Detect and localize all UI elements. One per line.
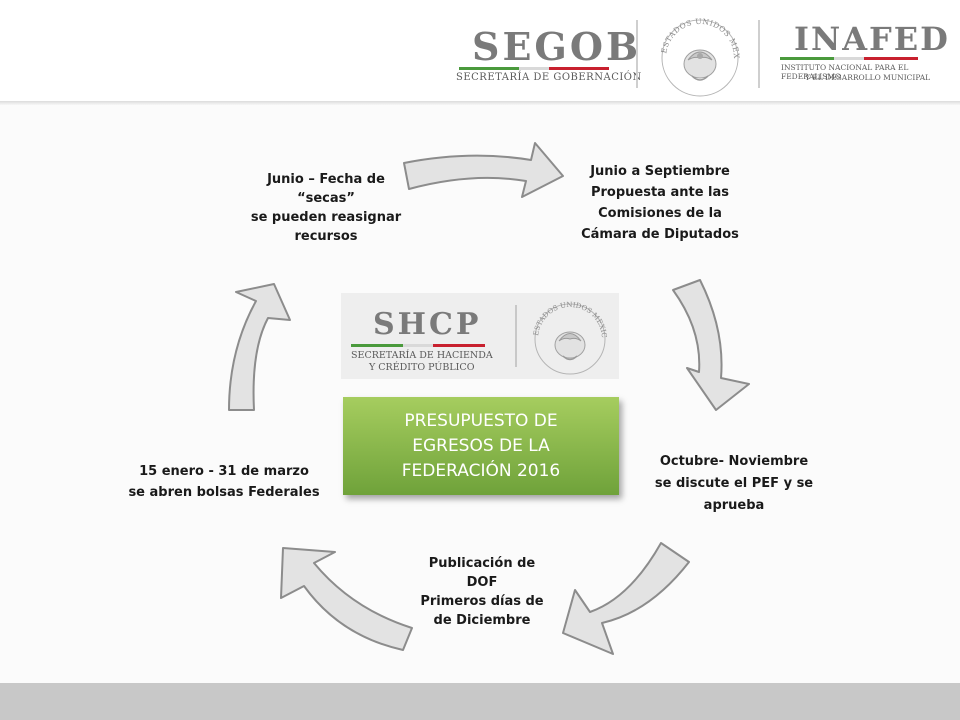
flag-stripe-white xyxy=(519,67,549,70)
stage-text-line: Comisiones de la xyxy=(598,206,722,221)
header-separator xyxy=(758,20,760,88)
stage-dof-publication: Publicación de DOF Primeros días de de D… xyxy=(404,554,560,630)
arrow-right-lower xyxy=(562,542,690,655)
arrow-bottom-left xyxy=(280,547,413,651)
flag-stripe-green xyxy=(459,67,519,70)
flag-stripe-green xyxy=(351,344,403,347)
inafed-subtitle-line1: INSTITUTO NACIONAL PARA EL FEDERALISMO xyxy=(781,63,909,81)
budget-title-box: PRESUPUESTO DE EGRESOS DE LA FEDERACIÓN … xyxy=(343,397,619,495)
stage-text-line: Cámara de Diputados xyxy=(581,227,739,242)
segob-wordmark: SEGOB xyxy=(472,24,642,69)
budget-title-line: FEDERACIÓN 2016 xyxy=(401,460,561,481)
shcp-subtitle-line2: Y CRÉDITO PÚBLICO xyxy=(369,362,475,373)
stage-january-march: 15 enero - 31 de marzo se abren bolsas F… xyxy=(126,461,322,503)
stage-june-september: Junio a Septiembre Propuesta ante las Co… xyxy=(572,161,748,245)
segob-subtitle: SECRETARÍA DE GOBERNACIÓN xyxy=(456,72,642,83)
shcp-wordmark: SHCP xyxy=(373,307,482,342)
arrow-right-upper xyxy=(672,279,750,411)
budget-title-line: EGRESOS DE LA xyxy=(412,435,550,456)
slide-background xyxy=(0,105,960,683)
stage-text-line: Primeros días de xyxy=(420,594,544,609)
shcp-subtitle-line1: SECRETARÍA DE HACIENDA xyxy=(351,350,493,361)
stage-text-line: de Diciembre xyxy=(433,613,531,628)
header-separator xyxy=(636,20,638,88)
stage-text-line: se pueden reasignar xyxy=(250,210,402,225)
stage-text-line: DOF xyxy=(466,575,498,590)
stage-text-line: 15 enero - 31 de marzo xyxy=(139,464,309,479)
logo-separator xyxy=(515,305,517,367)
flag-stripe-white xyxy=(403,344,433,347)
footer-bar xyxy=(0,683,960,720)
budget-title-line: PRESUPUESTO DE xyxy=(404,410,558,431)
inafed-subtitle-line2: Y EL DESARROLLO MUNICIPAL xyxy=(805,73,931,82)
arrow-top xyxy=(403,142,564,198)
arrow-left xyxy=(228,283,291,411)
stage-text-line: se abren bolsas Federales xyxy=(128,485,320,500)
stage-text-line: Publicación de xyxy=(428,556,536,571)
mexican-seal-icon: ESTADOS UNIDOS MEXICANOS xyxy=(652,10,741,97)
header-bar: SEGOB SECRETARÍA DE GOBERNACIÓN ESTADOS … xyxy=(0,0,960,104)
flag-stripe-red xyxy=(549,67,609,70)
stage-text-line: Junio – Fecha de xyxy=(267,172,385,187)
stage-october-november: Octubre- Noviembre se discute el PEF y s… xyxy=(650,451,818,517)
flag-stripe-green xyxy=(780,57,834,60)
shcp-logo: SHCP SECRETARÍA DE HACIENDA Y CRÉDITO PÚ… xyxy=(341,293,619,379)
stage-text-line: Propuesta ante las xyxy=(590,185,730,200)
header-divider xyxy=(0,101,960,105)
stage-text-line: Junio a Septiembre xyxy=(590,164,730,179)
stage-text-line: recursos xyxy=(294,229,358,244)
flag-stripe-red xyxy=(864,57,918,60)
flag-stripe-red xyxy=(433,344,485,347)
flag-stripe-white xyxy=(834,57,864,60)
stage-text-line: “secas” xyxy=(297,191,355,206)
stage-june-dry-date: Junio – Fecha de “secas” se pueden reasi… xyxy=(244,170,408,246)
stage-text-line: se discute el PEF y se xyxy=(654,476,814,491)
mexican-seal-icon: ESTADOS UNIDOS MEXICANOS xyxy=(527,295,608,375)
stage-text-line: Octubre- Noviembre xyxy=(659,454,809,469)
stage-text-line: aprueba xyxy=(703,498,765,513)
inafed-wordmark: INAFED xyxy=(794,20,950,58)
